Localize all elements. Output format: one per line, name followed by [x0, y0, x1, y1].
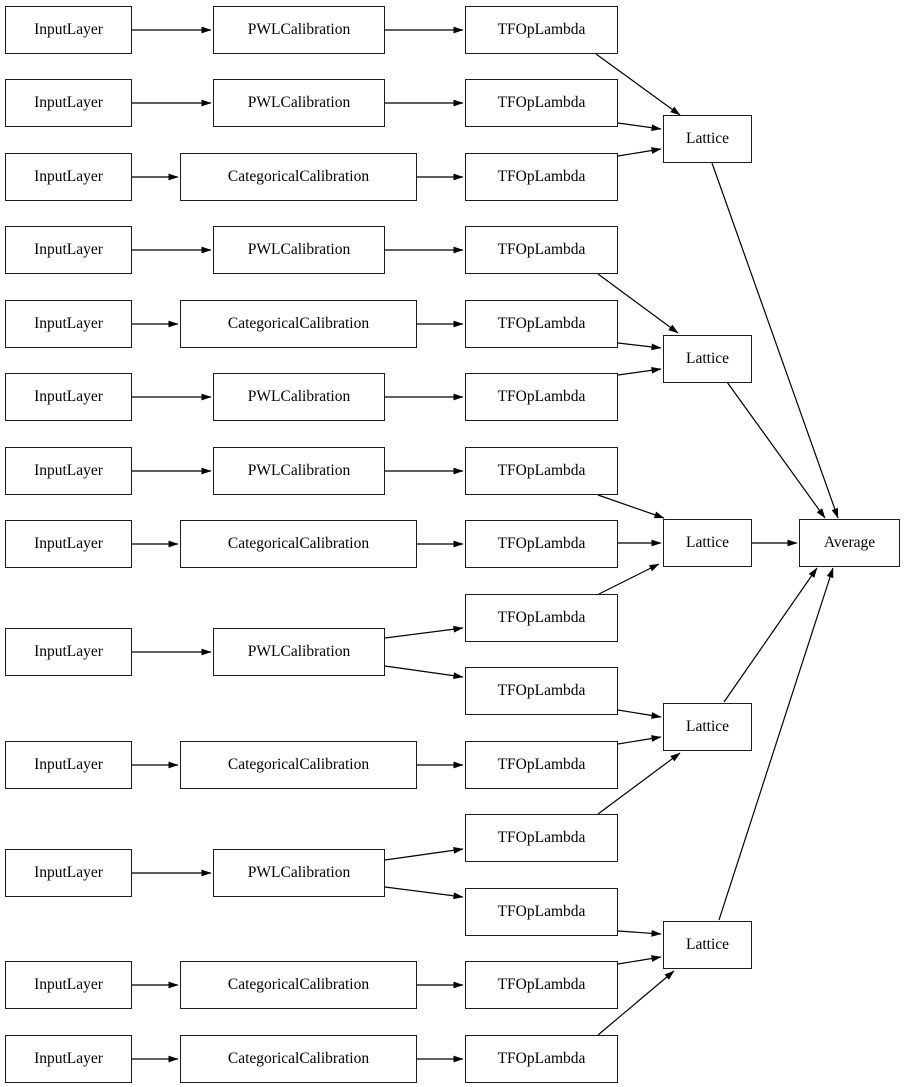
edge-tfop_14-lattice_5 — [617, 955, 662, 965]
edge-tfop_2-lattice_1 — [617, 122, 662, 132]
node-inputlayer-13: InputLayer — [5, 1035, 132, 1083]
node-tfoplambda-11: TFOpLambda — [465, 741, 618, 789]
edge-tfop_7-lattice_3 — [597, 494, 665, 519]
node-categoricalcalibration-4: CategoricalCalibration — [180, 741, 417, 789]
node-inputlayer-1: InputLayer — [5, 6, 132, 54]
node-inputlayer-3: InputLayer — [5, 153, 132, 201]
edge-lattice_4-average — [723, 567, 818, 703]
edge-tfop_12-lattice_4 — [597, 752, 681, 815]
node-tfoplambda-3: TFOpLambda — [465, 153, 618, 201]
edge-pwl_6-tfop_10 — [384, 665, 464, 680]
edge-tfop_3-lattice_1 — [617, 147, 662, 157]
node-average: Average — [799, 519, 900, 567]
node-pwlcalibration-7: PWLCalibration — [213, 849, 385, 897]
node-lattice-4: Lattice — [663, 703, 752, 751]
node-inputlayer-8: InputLayer — [5, 520, 132, 568]
edge-lattice_5-average — [718, 567, 834, 921]
node-inputlayer-2: InputLayer — [5, 79, 132, 127]
node-inputlayer-12: InputLayer — [5, 961, 132, 1009]
node-tfoplambda-15: TFOpLambda — [465, 1035, 618, 1083]
node-inputlayer-5: InputLayer — [5, 300, 132, 348]
edge-tfop_9-lattice_3 — [598, 563, 660, 595]
node-tfoplambda-13: TFOpLambda — [465, 888, 618, 936]
edge-tfop_1-lattice_1 — [595, 53, 681, 116]
node-lattice-1: Lattice — [663, 115, 752, 163]
node-lattice-2: Lattice — [663, 335, 752, 383]
edge-tfop_4-lattice_2 — [597, 273, 679, 334]
edge-lattice_2-average — [726, 381, 826, 519]
node-categoricalcalibration-5: CategoricalCalibration — [180, 961, 417, 1009]
node-tfoplambda-1: TFOpLambda — [465, 6, 618, 54]
node-inputlayer-4: InputLayer — [5, 226, 132, 274]
node-tfoplambda-6: TFOpLambda — [465, 373, 618, 421]
node-tfoplambda-12: TFOpLambda — [465, 814, 618, 862]
edge-pwl_7-tfop_13 — [384, 886, 464, 900]
node-pwlcalibration-3: PWLCalibration — [213, 226, 385, 274]
edge-tfop_13-lattice_5 — [617, 929, 662, 937]
node-tfoplambda-8: TFOpLambda — [465, 520, 618, 568]
node-pwlcalibration-2: PWLCalibration — [213, 79, 385, 127]
node-inputlayer-9: InputLayer — [5, 628, 132, 676]
node-inputlayer-6: InputLayer — [5, 373, 132, 421]
node-categoricalcalibration-2: CategoricalCalibration — [180, 300, 417, 348]
edge-tfop_10-lattice_4 — [617, 709, 662, 719]
edge-lattice_1-average — [711, 162, 839, 519]
node-pwlcalibration-5: PWLCalibration — [213, 447, 385, 495]
node-lattice-3: Lattice — [663, 519, 752, 567]
node-tfoplambda-2: TFOpLambda — [465, 79, 618, 127]
edge-tfop_11-lattice_4 — [617, 735, 662, 745]
edge-tfop_6-lattice_2 — [617, 366, 662, 376]
node-inputlayer-7: InputLayer — [5, 447, 132, 495]
edge-pwl_7-tfop_12 — [384, 846, 464, 861]
node-tfoplambda-9: TFOpLambda — [465, 594, 618, 642]
node-inputlayer-10: InputLayer — [5, 741, 132, 789]
node-pwlcalibration-1: PWLCalibration — [213, 6, 385, 54]
node-lattice-5: Lattice — [663, 921, 752, 969]
node-categoricalcalibration-1: CategoricalCalibration — [180, 153, 417, 201]
node-tfoplambda-14: TFOpLambda — [465, 961, 618, 1009]
node-tfoplambda-4: TFOpLambda — [465, 226, 618, 274]
node-inputlayer-11: InputLayer — [5, 849, 132, 897]
edge-pwl_6-tfop_9 — [384, 625, 464, 639]
node-pwlcalibration-6: PWLCalibration — [213, 628, 385, 676]
node-categoricalcalibration-3: CategoricalCalibration — [180, 520, 417, 568]
node-tfoplambda-7: TFOpLambda — [465, 447, 618, 495]
edge-tfop_15-lattice_5 — [597, 970, 675, 1036]
edge-tfop_5-lattice_2 — [617, 342, 662, 351]
node-tfoplambda-10: TFOpLambda — [465, 667, 618, 715]
node-tfoplambda-5: TFOpLambda — [465, 300, 618, 348]
node-categoricalcalibration-6: CategoricalCalibration — [180, 1035, 417, 1083]
node-pwlcalibration-4: PWLCalibration — [213, 373, 385, 421]
